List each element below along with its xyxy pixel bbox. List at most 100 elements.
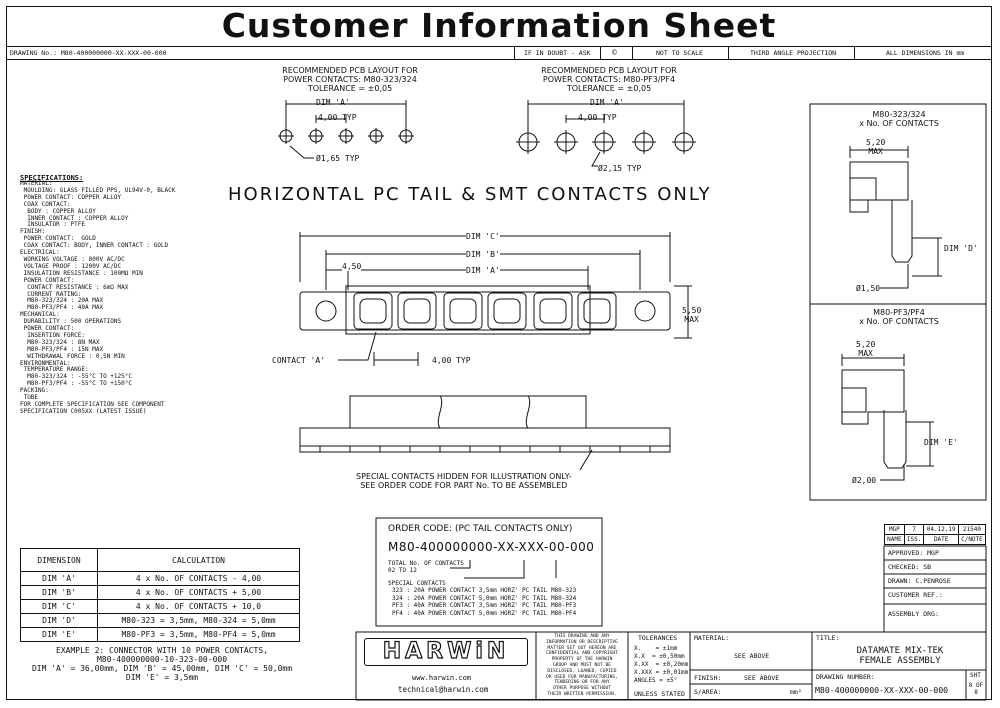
pcb-left-pitch: 4,00 TYP bbox=[318, 113, 357, 122]
dimensions-note: ALL DIMENSIONS IN mm bbox=[886, 49, 965, 57]
tolerances-heading: TOLERANCES bbox=[638, 634, 678, 642]
table-cell: M80-PF3 = 3,5mm, M80-PF4 = 5,0mm bbox=[97, 627, 300, 642]
dim-e-label: DIM 'E' bbox=[924, 438, 958, 447]
pcb-layout-left-holes bbox=[278, 100, 414, 159]
website-link[interactable]: www.harwin.com bbox=[412, 674, 472, 682]
tolerances-list: X. = ±1mm X.X = ±0,50mm X.XX = ±0,20mm X… bbox=[634, 645, 689, 684]
dimension-table: DIMENSION CALCULATION DIM 'A'4 x No. OF … bbox=[20, 548, 300, 642]
special-contacts-list: 323 : 20A POWER CONTACT 3,5mm HORZ' PC T… bbox=[392, 587, 577, 617]
sheet-number: 8 OF 8 bbox=[968, 682, 984, 696]
order-code: M80-400000000-XX-XXX-00-000 bbox=[388, 540, 595, 554]
side-bottom-dia: Ø2,00 bbox=[852, 476, 877, 485]
side-bottom-width: 5,20 MAX bbox=[856, 340, 876, 358]
table-row: DIM 'E'M80-PF3 = 3,5mm, M80-PF4 = 5,0mm bbox=[20, 627, 300, 642]
material-value: SEE ABOVE bbox=[734, 652, 770, 660]
if-in-doubt: IF IN DOUBT - ASK bbox=[524, 49, 591, 57]
table-cell: 4 x No. OF CONTACTS + 10,0 bbox=[97, 599, 300, 614]
assembly-drg-field: ASSEMBLY DRG: bbox=[888, 610, 939, 618]
revision-header: ISS. bbox=[903, 534, 925, 545]
drawing-title: DATAMATE MIX-TEK FEMALE ASSEMBLY bbox=[856, 646, 944, 666]
pcb-left-dim-a: DIM 'A' bbox=[316, 98, 350, 107]
specs-body: MATERIAL: MOULDING: GLASS FILLED PPS, UL… bbox=[20, 180, 176, 415]
order-code-heading: ORDER CODE: (PC TAIL CONTACTS ONLY) bbox=[388, 524, 573, 534]
sarea-unit: mm² bbox=[790, 688, 802, 696]
pcb-left-caption: RECOMMENDED PCB LAYOUT FOR POWER CONTACT… bbox=[282, 66, 418, 93]
table-row: DIM 'B'4 x No. OF CONTACTS + 5,00 bbox=[20, 585, 300, 600]
column-header: DIMENSION bbox=[20, 548, 98, 572]
approved-field: APPROVED: MGP bbox=[888, 549, 939, 557]
pcb-right-dim-a: DIM 'A' bbox=[590, 98, 624, 107]
drawing-number: M80-400000000-XX-XXX-00-000 bbox=[815, 685, 949, 695]
divider bbox=[728, 47, 729, 59]
pcb-right-caption: RECOMMENDED PCB LAYOUT FOR POWER CONTACT… bbox=[541, 66, 677, 93]
side-view-bottom-drawing bbox=[841, 354, 934, 481]
dim-a-label: DIM 'A' bbox=[466, 266, 500, 275]
info-strip: DRAWING No.: M80-400000000-XX-XXX-00-000… bbox=[6, 46, 992, 60]
sheet-label: SHT bbox=[970, 672, 981, 679]
revision-header: DATE bbox=[923, 534, 959, 545]
pcb-right-pitch: 4,00 TYP bbox=[578, 113, 617, 122]
table-row: DIM 'A'4 x No. OF CONTACTS - 4,00 bbox=[20, 571, 300, 586]
sarea-label: S/AREA: bbox=[694, 688, 722, 696]
confidentiality-note: THIS DRAWING AND ANY INFORMATION OR DESC… bbox=[546, 634, 618, 697]
revision-header: NAME bbox=[884, 534, 905, 545]
table-cell: DIM 'D' bbox=[20, 613, 98, 628]
dim-d-label: DIM 'D' bbox=[944, 244, 978, 253]
divider bbox=[632, 47, 633, 59]
table-cell: DIM 'B' bbox=[20, 585, 98, 600]
table-cell: 4 x No. OF CONTACTS + 5,00 bbox=[97, 585, 300, 600]
hidden-contacts-note: SPECIAL CONTACTS HIDDEN FOR ILLUSTRATION… bbox=[356, 472, 572, 490]
title-label: TITLE: bbox=[816, 634, 840, 642]
drawing-no: DRAWING No.: M80-400000000-XX-XXX-00-000 bbox=[10, 49, 167, 57]
revision-block-frame bbox=[883, 545, 987, 633]
height-label: 5,50 MAX bbox=[682, 306, 702, 324]
side-top-dia: Ø1,50 bbox=[856, 284, 881, 293]
revision-table: MGP 7 04.12.19 21540 NAME ISS. DATE C/NO… bbox=[884, 524, 987, 545]
table-cell: DIM 'C' bbox=[20, 599, 98, 614]
offset-label: 4,50 bbox=[342, 262, 362, 271]
revision-cell: 04.12.19 bbox=[923, 524, 959, 535]
page-title: Customer Information Sheet bbox=[221, 6, 777, 45]
special-contacts-heading: SPECIAL CONTACTS bbox=[388, 580, 446, 587]
divider bbox=[514, 47, 515, 59]
pitch-label: 4,00 TYP bbox=[432, 356, 471, 365]
side-top-caption: M80-323/324 x No. OF CONTACTS bbox=[859, 110, 939, 128]
side-bottom-caption: M80-PF3/PF4 x No. OF CONTACTS bbox=[859, 308, 939, 326]
harwin-logo: HARWiN bbox=[364, 638, 528, 666]
drawing-number-label: DRAWING NUMBER: bbox=[816, 673, 875, 681]
specs-heading: SPECIFICATIONS: bbox=[20, 174, 84, 182]
table-row: DIM 'C'4 x No. OF CONTACTS + 10,0 bbox=[20, 599, 300, 614]
column-header: CALCULATION bbox=[97, 548, 300, 572]
material-label: MATERIAL: bbox=[694, 634, 730, 642]
drawn-field: DRAWN: C.PENROSE bbox=[888, 577, 951, 585]
order-code-box bbox=[375, 517, 603, 627]
table-cell: DIM 'A' bbox=[20, 571, 98, 586]
revision-header: C/NOTE bbox=[957, 534, 987, 545]
table-cell: 4 x No. OF CONTACTS - 4,00 bbox=[97, 571, 300, 586]
dim-b-label: DIM 'B' bbox=[466, 250, 500, 259]
email-link[interactable]: technical@harwin.com bbox=[398, 685, 489, 694]
dim-c-label: DIM 'C' bbox=[466, 232, 500, 241]
contact-a-label: CONTACT 'A' bbox=[272, 356, 325, 365]
side-top-width: 5,20 MAX bbox=[866, 138, 886, 156]
finish-value: SEE ABOVE bbox=[744, 674, 780, 682]
divider bbox=[600, 47, 601, 59]
pcb-right-hole: Ø2,15 TYP bbox=[598, 164, 642, 173]
side-view-top-frame bbox=[809, 103, 987, 305]
customer-ref-field: CUSTOMER REF.: bbox=[888, 591, 943, 599]
unless-stated: UNLESS STATED bbox=[634, 690, 685, 698]
revision-cell: 21540 bbox=[957, 524, 987, 535]
projection: THIRD ANGLE PROJECTION bbox=[750, 49, 837, 57]
divider bbox=[854, 47, 855, 59]
table-cell: M80-323 = 3,5mm, M80-324 = 5,0mm bbox=[97, 613, 300, 628]
example-note: EXAMPLE 2: CONNECTOR WITH 10 POWER CONTA… bbox=[31, 646, 293, 682]
drawing-heading: HORIZONTAL PC TAIL & SMT CONTACTS ONLY bbox=[228, 184, 712, 205]
side-view-bottom-frame bbox=[809, 303, 987, 501]
side-view-top-drawing bbox=[849, 146, 942, 289]
copyright-mark: © bbox=[612, 48, 617, 57]
order-code-leaders bbox=[450, 560, 557, 579]
pcb-left-hole: Ø1,65 TYP bbox=[316, 154, 360, 163]
revision-header-row: NAME ISS. DATE C/NOTE bbox=[884, 534, 987, 545]
table-header-row: DIMENSION CALCULATION bbox=[20, 548, 300, 572]
